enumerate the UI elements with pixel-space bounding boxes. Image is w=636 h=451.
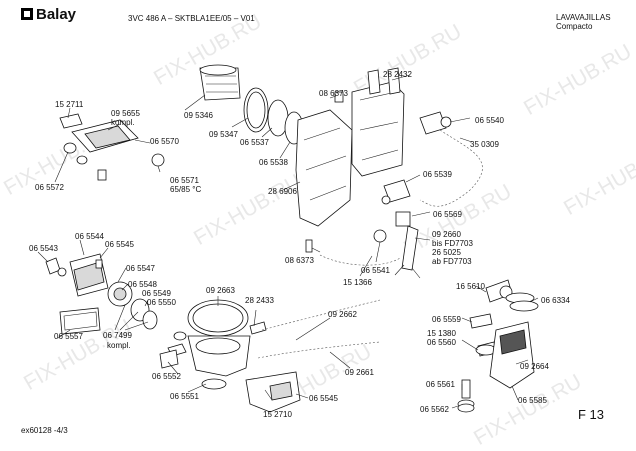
wash-pump — [45, 253, 158, 335]
part-label: 28 6906 — [268, 187, 297, 196]
part-label: 35 0309 — [470, 140, 499, 149]
part-label: 09 2660 — [432, 230, 461, 239]
small-plug — [334, 91, 344, 103]
part-label: 15 1366 — [343, 278, 372, 287]
part-label: 06 5537 — [240, 138, 269, 147]
model-line: 3VC 486 A – SKTBLA1EE/05 – V01 — [128, 14, 255, 23]
brand-logo-text: Balay — [36, 6, 77, 23]
part-label: 06 5538 — [259, 158, 288, 167]
part-label: 08 6373 — [319, 89, 348, 98]
part-label: 09 5346 — [184, 111, 213, 120]
part-label: 09 2664 — [520, 362, 549, 371]
part-label: 06 5552 — [152, 372, 181, 381]
figure-number: F 13 — [578, 407, 605, 422]
part-label: 06 5543 — [29, 244, 58, 253]
part-label: ab FD7703 — [432, 257, 472, 266]
part-label: 06 6334 — [541, 296, 570, 305]
dosing-assembly — [457, 279, 539, 413]
part-label: 09 2662 — [328, 310, 357, 319]
part-label: 06 5562 — [420, 405, 449, 414]
level-sensor — [381, 179, 421, 279]
part-label: 15 1380 — [427, 329, 456, 338]
part-label: 06 5547 — [126, 264, 155, 273]
part-label: 65/85 °C — [170, 185, 202, 194]
part-label: 09 5655 — [111, 109, 140, 118]
filter-element — [199, 64, 241, 101]
part-label: kompl. — [111, 118, 135, 127]
part-label: 06 5548 — [128, 280, 157, 289]
part-label: 09 2661 — [345, 368, 374, 377]
part-label: 06 5571 — [170, 176, 199, 185]
part-label: 06 5540 — [475, 116, 504, 125]
part-label: 06 7499 — [103, 331, 132, 340]
inlet-valve — [419, 111, 483, 207]
small-plug — [305, 239, 313, 253]
part-label: 06 5569 — [433, 210, 462, 219]
part-label: 06 5545 — [105, 240, 134, 249]
part-label: 28 2432 — [383, 70, 412, 79]
part-label: 06 5550 — [147, 298, 176, 307]
sump-assembly — [159, 299, 381, 413]
part-label: 06 5561 — [426, 380, 455, 389]
valve-assembly — [59, 113, 165, 181]
part-label: 09 5347 — [209, 130, 238, 139]
part-label: 15 2710 — [263, 410, 292, 419]
document-code: ex60128 -4/3 — [21, 426, 68, 435]
part-label: 06 5557 — [54, 332, 83, 341]
part-label: bis FD7703 — [432, 239, 473, 248]
part-label: 28 2433 — [245, 296, 274, 305]
part-label: 09 2663 — [206, 286, 235, 295]
part-label: 06 5572 — [35, 183, 64, 192]
part-label: 06 5570 — [150, 137, 179, 146]
clip — [373, 229, 387, 243]
part-label: 06 5541 — [361, 266, 390, 275]
appliance-category: LAVAVAJILLAS — [556, 13, 611, 22]
part-label: 06 5551 — [170, 392, 199, 401]
appliance-subcategory: Compacto — [556, 22, 593, 31]
part-label: 06 5545 — [309, 394, 338, 403]
part-label: 06 5559 — [432, 315, 461, 324]
part-label: 08 6373 — [285, 256, 314, 265]
water-tank — [295, 67, 405, 227]
part-label: 16 5610 — [456, 282, 485, 291]
part-label: 15 2711 — [55, 100, 84, 109]
part-label: 06 5560 — [427, 338, 456, 347]
part-label: 06 5585 — [518, 396, 547, 405]
part-label: 06 5539 — [423, 170, 452, 179]
part-label: 06 5544 — [75, 232, 104, 241]
part-label: 06 5549 — [142, 289, 171, 298]
part-label: kompl. — [107, 341, 131, 350]
part-label: 26 5025 — [432, 248, 461, 257]
